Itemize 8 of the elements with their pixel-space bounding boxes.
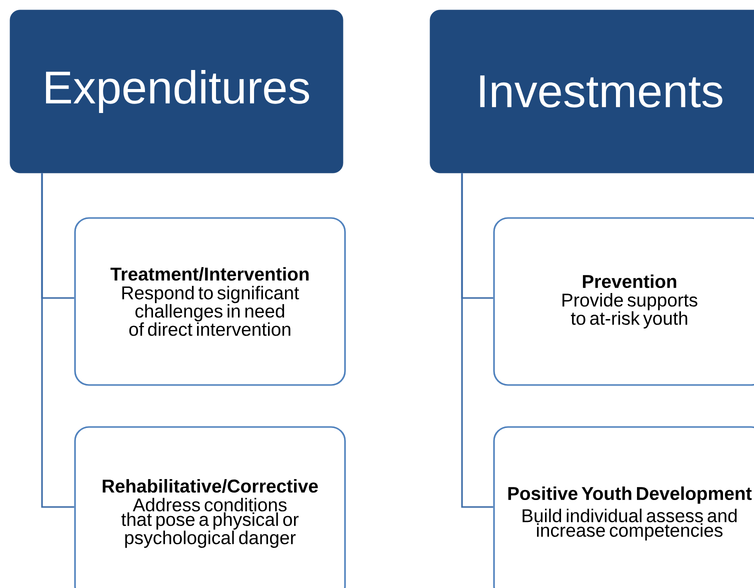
heading-box: Expenditures	[10, 10, 344, 174]
heading-box: Investments	[430, 10, 754, 174]
category-box: Treatment/Intervention Respond to significant challenges in need of direct intervention	[74, 217, 346, 386]
connector-line	[41, 173, 74, 508]
category-box: Positive Youth Development Build individual assess and increase competencies	[493, 426, 754, 588]
category-box: Rehabilitative/Corrective Address conditions that pose a physical or psychological danger	[74, 426, 346, 588]
category-box: Prevention Provide supports to at-risk youth	[493, 217, 754, 386]
connector-line	[461, 173, 494, 508]
